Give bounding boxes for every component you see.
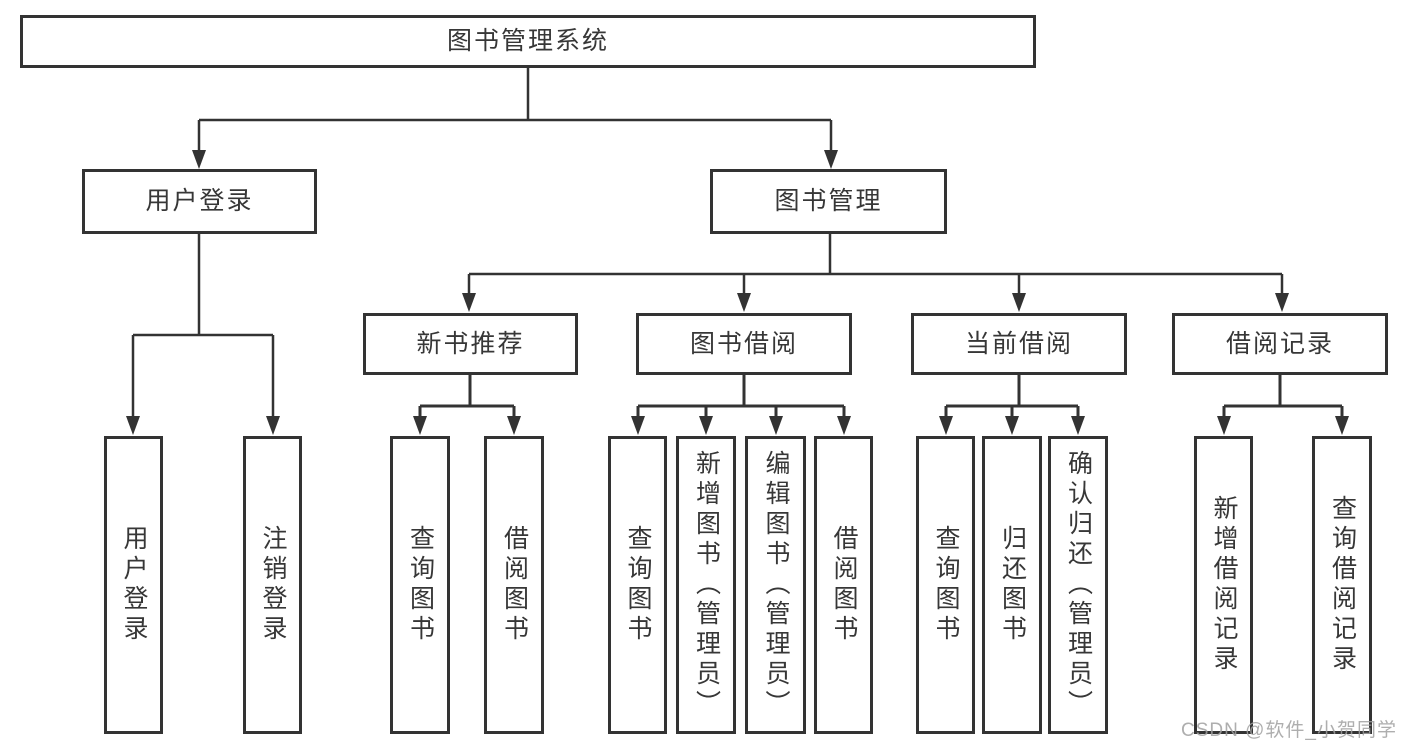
node-current-borrowing: 当前借阅: [911, 313, 1127, 375]
csdn-watermark: CSDN @软件_小贺同学: [1181, 720, 1397, 741]
leaf-confirm-return-admin: 确认归还（管理员）: [1048, 436, 1108, 734]
node-borrowing-records: 借阅记录: [1172, 313, 1388, 375]
node-new-book-recommend: 新书推荐: [363, 313, 578, 375]
leaf-query-books-borrowing: 查询图书: [608, 436, 667, 734]
leaf-add-borrow-record: 新增借阅记录: [1194, 436, 1253, 734]
node-library-management-system: 图书管理系统: [20, 15, 1036, 68]
leaf-query-books-recommend: 查询图书: [390, 436, 450, 734]
leaf-add-books-admin: 新增图书（管理员）: [676, 436, 736, 734]
leaf-return-books: 归还图书: [982, 436, 1042, 734]
node-user-login: 用户登录: [82, 169, 317, 234]
leaf-query-borrow-record: 查询借阅记录: [1312, 436, 1372, 734]
leaf-borrow-books-recommend: 借阅图书: [484, 436, 544, 734]
leaf-edit-books-admin: 编辑图书（管理员）: [745, 436, 806, 734]
leaf-logout-login: 注销登录: [243, 436, 302, 734]
node-book-borrowing: 图书借阅: [636, 313, 852, 375]
leaf-query-books-current: 查询图书: [916, 436, 975, 734]
node-book-management: 图书管理: [710, 169, 947, 234]
leaf-user-login: 用户登录: [104, 436, 163, 734]
leaf-borrow-books: 借阅图书: [814, 436, 873, 734]
